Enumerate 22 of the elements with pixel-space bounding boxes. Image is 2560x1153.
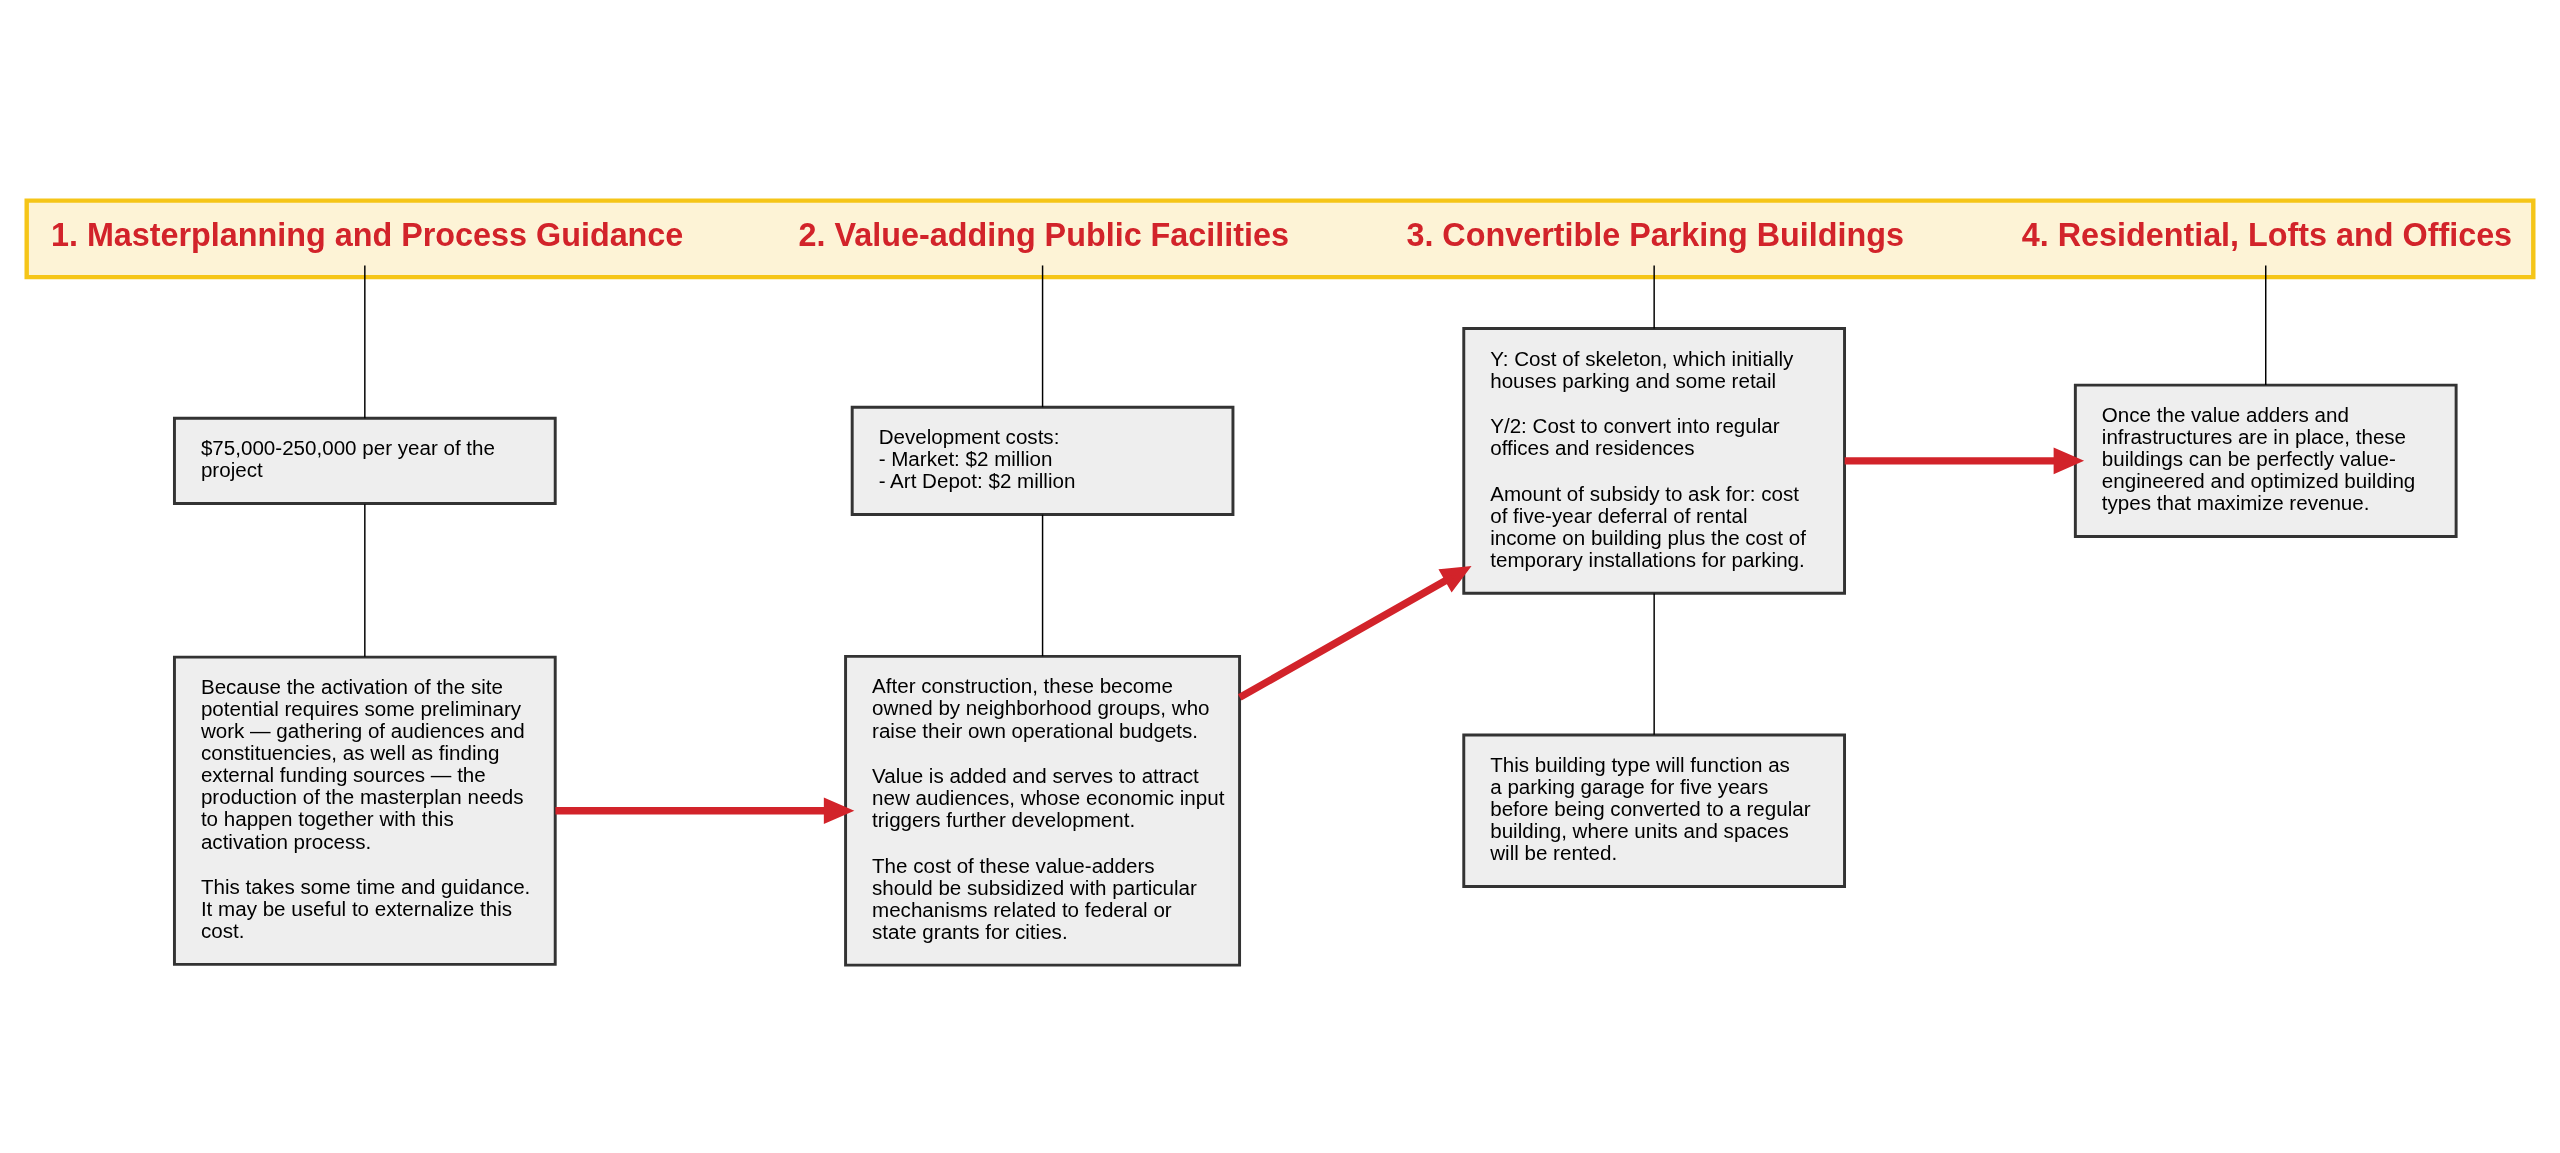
node-box: Once the value adders and infrastructures are in place, these buildings can be perfectly value-engineered and optimized building types that maximize revenue. xyxy=(2073,383,2458,538)
node-text: 3. Convertible Parking Buildings xyxy=(1406,216,1905,253)
connector xyxy=(1041,513,1044,657)
arrow xyxy=(1237,565,1472,701)
node-box: This building type will function as a parking garage for five years before being converted to a regular building, where units and spaces will be rented. xyxy=(1462,733,1846,888)
connector xyxy=(2265,264,2267,386)
connector xyxy=(1653,264,1655,329)
cluster xyxy=(24,197,2536,279)
connector xyxy=(364,502,366,657)
connector xyxy=(1653,592,1655,736)
node-text: 1. Masterplanning and Process Guidance xyxy=(50,216,684,253)
node-box: Y: Cost of skeleton, which initially houses parking and some retail Y/2: Cost to convert into regular offices and residences Amount of subsidy to ask for: cost of five-year deferral of rental income on building plus the cost of temporary installations for parking. xyxy=(1462,326,1846,595)
arrow xyxy=(1844,447,2085,474)
node-text: 4. Residential, Lofts and Offices xyxy=(2021,216,2513,253)
connector xyxy=(364,264,366,419)
node-box: Because the activation of the site potential requires some preliminary work — gathering of audiences and constituencies, as well as finding external funding sources — the production of the masterplan needs to happen together with this activation process. This takes some time and guidance. It may be useful to externalize this cost. xyxy=(173,655,557,966)
connector xyxy=(1041,264,1044,408)
node-box: Development costs: - Market: $2 million - Art Depot: $2 million xyxy=(850,405,1235,516)
arrow xyxy=(555,796,855,824)
node-box: After construction, these become owned by neighborhood groups, who raise their own operational budgets. Value is added and serves to attract new audiences, whose economic input triggers further development. The cost of these value-adders should be subsidized with particular mechanisms related to federal or state grants for cities. xyxy=(844,654,1242,967)
node-text: 2. Value-adding Public Facilities xyxy=(798,216,1289,253)
node-box: $75,000-250,000 per year of the project xyxy=(173,416,557,505)
